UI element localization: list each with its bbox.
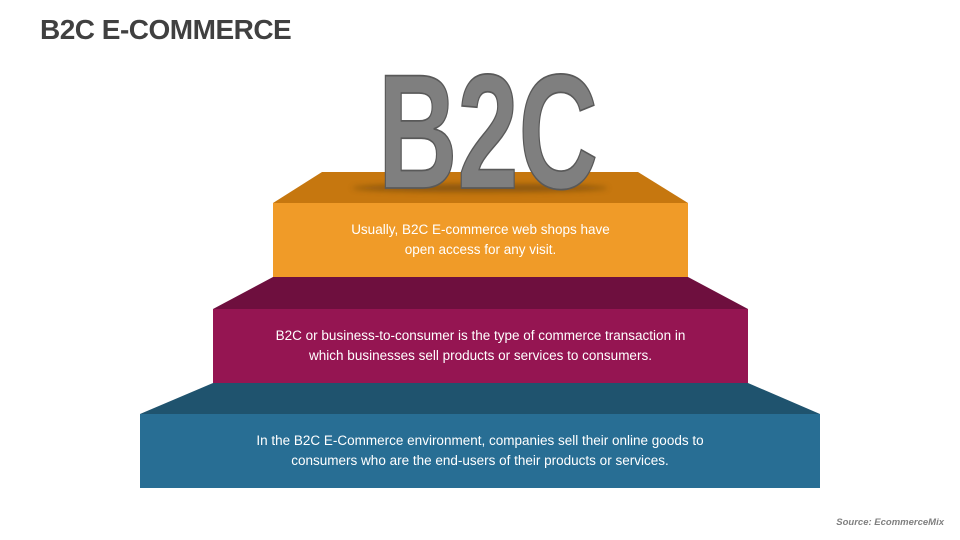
step-top-front-face bbox=[273, 203, 688, 277]
step-middle-top-face bbox=[213, 277, 748, 309]
step-bottom-top-face bbox=[140, 383, 820, 414]
step-bottom-line-1: In the B2C E-Commerce environment, compa… bbox=[256, 433, 704, 448]
hero-shadow bbox=[352, 184, 608, 192]
step-middle bbox=[213, 277, 748, 383]
step-bottom-front-face bbox=[140, 414, 820, 488]
step-middle-line-1: B2C or business-to-consumer is the type … bbox=[275, 328, 686, 343]
step-top-line-1: Usually, B2C E-commerce web shops have bbox=[351, 222, 610, 237]
step-top-line-2: open access for any visit. bbox=[404, 242, 557, 257]
step-middle-text: B2C or business-to-consumer is the type … bbox=[213, 309, 748, 383]
step-bottom-line-2: consumers who are the end-users of their… bbox=[291, 453, 669, 468]
step-middle-line-2: which businesses sell products or servic… bbox=[309, 348, 652, 363]
hero-b2c-text: B2C bbox=[378, 40, 598, 223]
step-bottom-text: In the B2C E-Commerce environment, compa… bbox=[140, 414, 820, 488]
step-middle-front-face bbox=[213, 309, 748, 383]
step-top-text: Usually, B2C E-commerce web shops have o… bbox=[273, 203, 688, 277]
slide-title: B2C E-COMMERCE bbox=[40, 14, 292, 45]
step-bottom bbox=[140, 383, 820, 488]
source-caption: Source: EcommerceMix bbox=[836, 517, 944, 528]
